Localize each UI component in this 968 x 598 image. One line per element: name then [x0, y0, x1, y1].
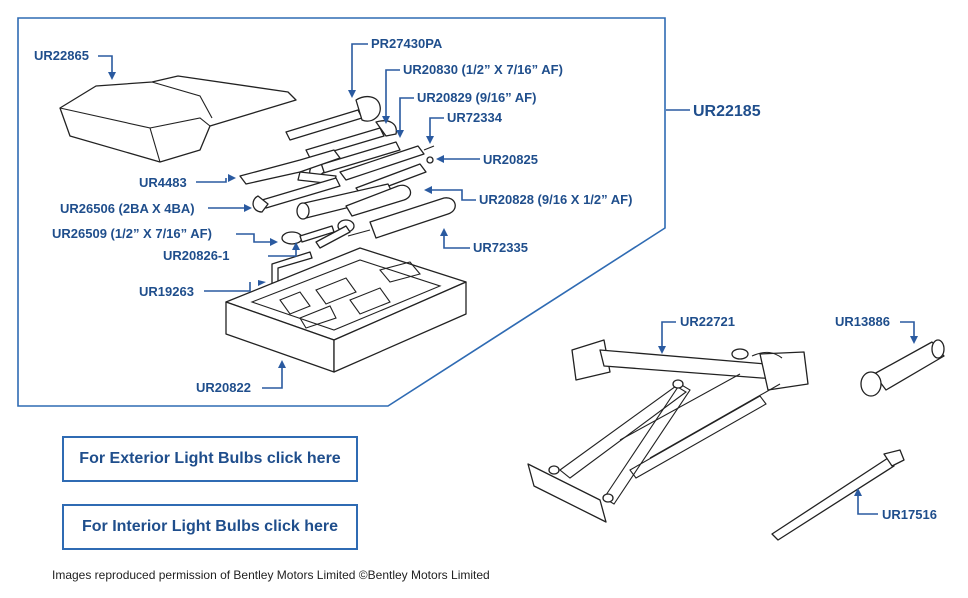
label-ur20829: UR20829 (9/16” AF)	[417, 90, 536, 105]
ring-spanner-drawing	[281, 225, 335, 245]
label-ur17516: UR17516	[882, 507, 937, 522]
exterior-bulbs-link[interactable]: For Exterior Light Bulbs click here	[62, 436, 358, 482]
label-ur26506: UR26506 (2BA X 4BA)	[60, 201, 195, 216]
label-ur20825: UR20825	[483, 152, 538, 167]
label-ur20822: UR20822	[196, 380, 251, 395]
label-ur22185: UR22185	[693, 103, 761, 120]
label-ur22721: UR22721	[680, 314, 735, 329]
label-pr27430pa: PR27430PA	[371, 36, 443, 51]
label-ur19263: UR19263	[139, 284, 194, 299]
label-ur20826-1: UR20826-1	[163, 248, 230, 263]
label-ur4483: UR4483	[139, 175, 187, 190]
label-ur22865: UR22865	[34, 48, 89, 63]
jack-drawing	[527, 339, 809, 523]
jack-handle-drawing	[771, 449, 905, 541]
label-ur13886: UR13886	[835, 314, 890, 329]
label-ur72335: UR72335	[473, 240, 528, 255]
large-screwdriver-drawing	[347, 197, 456, 239]
label-ur26509: UR26509 (1/2” X 7/16” AF)	[52, 226, 212, 241]
label-ur20830: UR20830 (1/2” X 7/16” AF)	[403, 62, 563, 77]
tool-tray-drawing	[225, 247, 467, 373]
screwdriver-drawing	[339, 145, 435, 181]
plug-spanner-drawing	[315, 219, 355, 249]
tool-kit-cover-drawing	[59, 75, 297, 163]
leader-lines	[98, 43, 918, 515]
copyright-text: Images reproduced permission of Bentley …	[52, 568, 490, 582]
open-spanners-drawing	[305, 120, 401, 181]
spanner-2ba-drawing	[252, 177, 341, 213]
tool-kit-outline	[17, 17, 666, 407]
box-spanner-drawing	[296, 183, 412, 220]
interior-bulbs-link[interactable]: For Interior Light Bulbs click here	[62, 504, 358, 550]
label-ur72334: UR72334	[447, 110, 503, 125]
adjustable-spanner-drawing	[285, 95, 381, 141]
label-ur20828: UR20828 (9/16 X 1/2” AF)	[479, 192, 632, 207]
wheel-brace-drawing	[860, 339, 945, 397]
